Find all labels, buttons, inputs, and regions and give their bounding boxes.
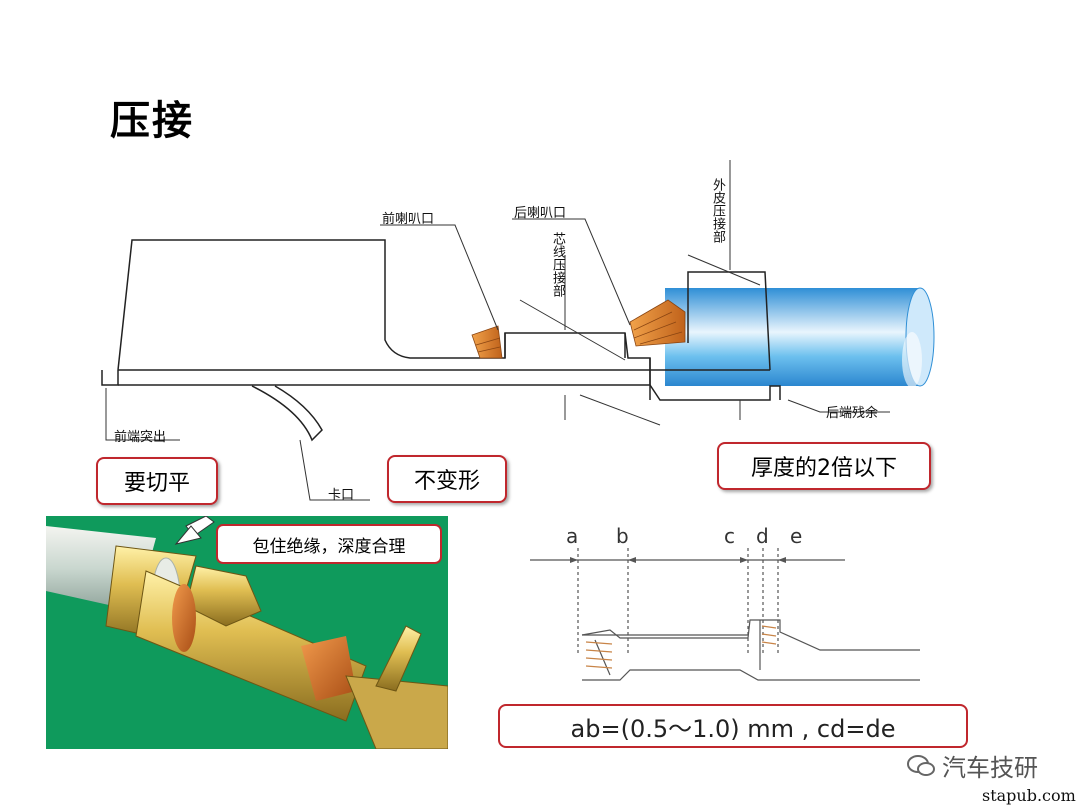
terminal-outline xyxy=(101,239,781,442)
label-rear-flare: 后喇叭口 xyxy=(514,206,567,221)
dimension-diagram xyxy=(530,548,920,681)
callout-cut-flat: 要切平 xyxy=(96,457,218,505)
dimension-formula: ab=(0.5～1.0) mm , cd=de xyxy=(498,704,968,748)
copper-strands xyxy=(471,299,686,359)
dim-label-d: d xyxy=(756,524,769,548)
dim-label-b: b xyxy=(616,524,629,548)
label-rear-residue: 后端残余 xyxy=(826,406,879,421)
label-insulation-crimp: 外皮压接部 xyxy=(710,178,725,243)
leader-lines xyxy=(105,160,890,501)
slide-title: 压接 xyxy=(110,98,194,144)
wechat-icon xyxy=(907,754,935,776)
dim-label-e: e xyxy=(790,524,803,548)
crimp-section-diagram xyxy=(101,160,935,501)
wire-insulation xyxy=(665,287,935,388)
dim-label-c: c xyxy=(724,524,735,548)
label-core-crimp: 芯线压接部 xyxy=(550,232,565,297)
site-url: stapub.com xyxy=(982,786,1076,805)
label-lock-tab: 卡口 xyxy=(328,488,355,503)
callout-no-deform: 不变形 xyxy=(387,455,507,503)
callout-insulation-depth: 包住绝缘，深度合理 xyxy=(216,524,442,564)
dim-label-a: a xyxy=(566,524,579,548)
watermark-text: 汽车技研 xyxy=(942,754,1038,782)
label-front-protrusion: 前端突出 xyxy=(114,430,167,445)
label-front-flare: 前喇叭口 xyxy=(382,212,435,227)
watermark: 汽车技研 xyxy=(906,748,1038,783)
callout-thickness: 厚度的2倍以下 xyxy=(717,442,931,490)
